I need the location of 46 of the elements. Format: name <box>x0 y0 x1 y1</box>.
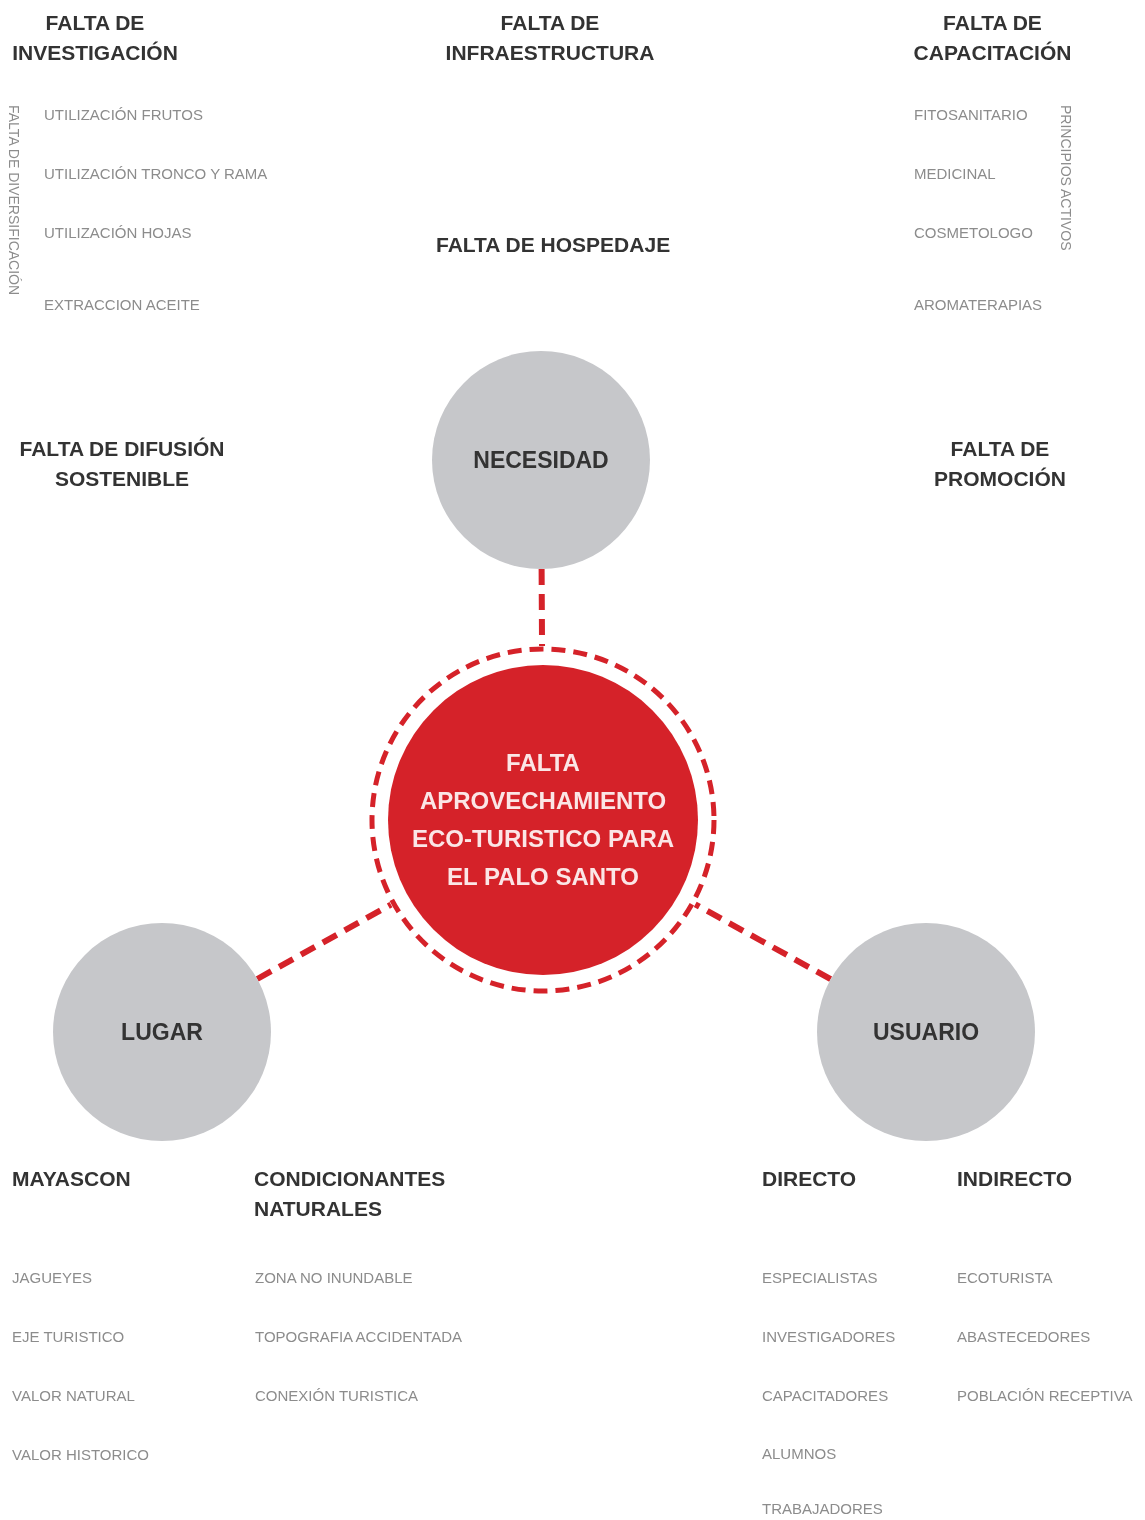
item-label: UTILIZACIÓN TRONCO Y RAMA <box>44 165 268 183</box>
category-heading: FALTA DE INFRAESTRUCTURA <box>444 10 656 66</box>
node-label: FALTA APROVECHAMIENTO ECO-TURISTICO PARA EL PALO SANTO <box>410 748 676 892</box>
item-label: ECOTURISTA <box>957 1269 1053 1287</box>
item-label: UTILIZACIÓN FRUTOS <box>44 106 203 124</box>
item-label: ABASTECEDORES <box>957 1328 1091 1346</box>
side-label: PRINCIPIOS ACTIVOS <box>1058 105 1074 251</box>
dashed-connector <box>538 569 546 646</box>
category-heading: FALTA DE HOSPEDAJE <box>436 232 672 258</box>
category-heading: CONDICIONANTES NATURALES <box>254 1166 447 1222</box>
item-label: EXTRACCION ACEITE <box>44 296 200 314</box>
item-label: JAGUEYES <box>12 1269 93 1287</box>
category-circle <box>432 351 650 569</box>
category-circle <box>53 923 271 1141</box>
category-heading: MAYASCON <box>12 1166 132 1192</box>
item-label: VALOR NATURAL <box>12 1387 135 1405</box>
item-label: TRABAJADORES <box>762 1500 883 1518</box>
item-label: FITOSANITARIO <box>914 106 1028 124</box>
item-label: VALOR HISTORICO <box>12 1446 149 1464</box>
category-heading: FALTA DE INVESTIGACIÓN <box>11 10 179 66</box>
item-label: MEDICINAL <box>914 165 996 183</box>
node-label: LUGAR <box>121 1018 203 1047</box>
item-label: COSMETOLOGO <box>914 224 1033 242</box>
item-label: TOPOGRAFIA ACCIDENTADA <box>255 1328 462 1346</box>
item-label: INVESTIGADORES <box>762 1328 896 1346</box>
category-heading: FALTA DE PROMOCIÓN <box>933 436 1067 492</box>
dashed-connector <box>255 901 393 982</box>
item-label: ALUMNOS <box>762 1445 837 1463</box>
item-label: CONEXIÓN TURISTICA <box>255 1387 419 1405</box>
node-label: USUARIO <box>872 1018 980 1047</box>
item-label: AROMATERAPIAS <box>914 296 1043 314</box>
item-label: ZONA NO INUNDABLE <box>255 1269 413 1287</box>
dashed-connector <box>693 901 833 982</box>
item-label: CAPACITADORES <box>762 1387 889 1405</box>
category-heading: DIRECTO <box>762 1166 858 1192</box>
category-heading: INDIRECTO <box>957 1166 1074 1192</box>
item-label: POBLACIÓN RECEPTIVA <box>957 1387 1133 1405</box>
item-label: EJE TURISTICO <box>12 1328 125 1346</box>
node-label: NECESIDAD <box>473 446 609 475</box>
side-label: FALTA DE DIVERSIFICACIÓN <box>6 105 22 296</box>
category-circle <box>817 923 1035 1141</box>
category-heading: FALTA DE DIFUSIÓN SOSTENIBLE <box>18 436 226 492</box>
category-heading: FALTA DE CAPACITACIÓN <box>912 10 1073 66</box>
item-label: UTILIZACIÓN HOJAS <box>44 224 192 242</box>
problem-circle <box>369 646 717 994</box>
item-label: ESPECIALISTAS <box>762 1269 878 1287</box>
